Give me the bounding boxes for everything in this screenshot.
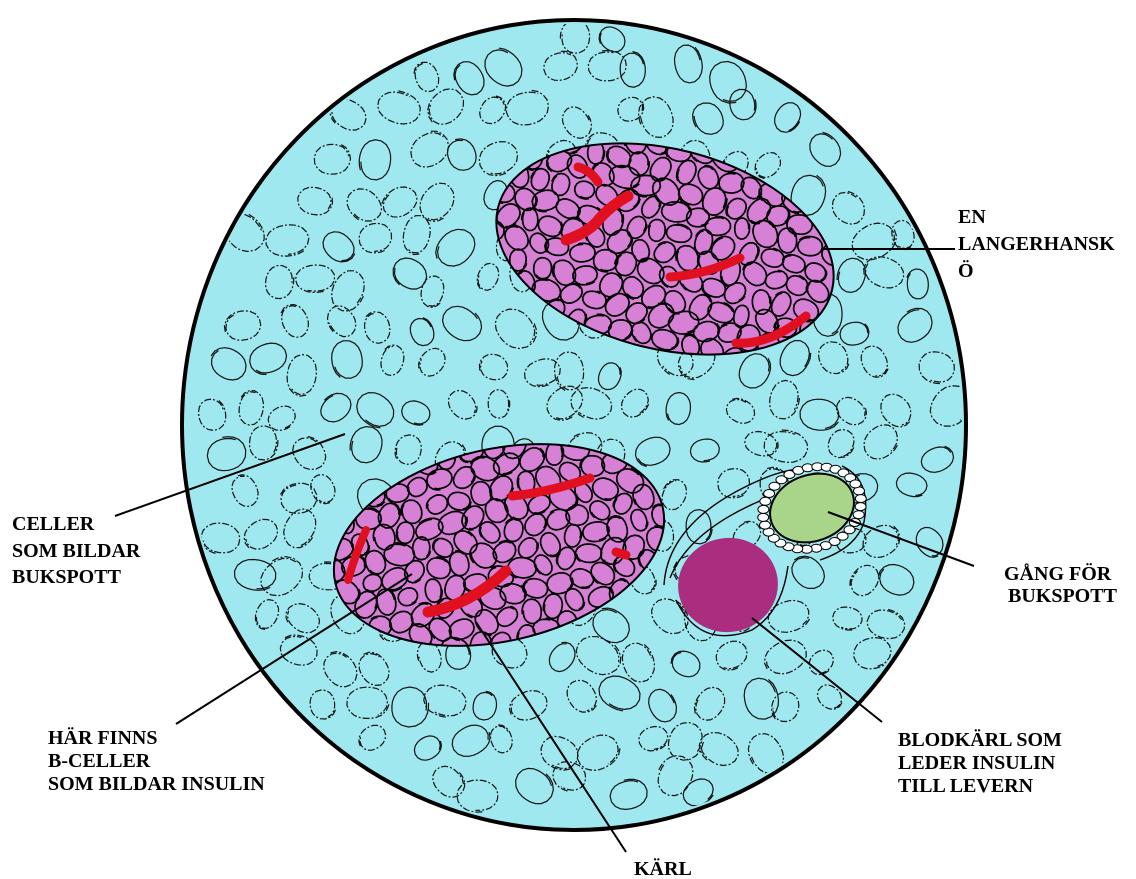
duct-wall-cell	[760, 521, 771, 529]
label-line: SOM BILDAR	[12, 540, 141, 562]
duct-wall-cell	[853, 511, 864, 519]
label-line: BLODKÄRL SOM	[898, 728, 1062, 751]
label-exocrine-cells: CELLER SOM BILDAR BUKSPOTT	[12, 513, 141, 588]
label-line: BUKSPOTT	[1008, 585, 1118, 607]
duct-wall-cell	[760, 497, 771, 505]
label-b-cells: HÄR FINNS B-CELLER SOM BILDAR INSULIN	[48, 726, 265, 795]
label-capillary: KÄRL	[634, 857, 692, 879]
label-line: EN	[958, 206, 986, 228]
label-line: Ö	[958, 259, 974, 282]
label-line: CELLER	[12, 513, 95, 535]
label-line: GÅNG FÖR	[1004, 562, 1112, 585]
label-line: B-CELLER	[48, 750, 151, 772]
label-blood-vessel: BLODKÄRL SOM LEDER INSULIN TILL LEVERN	[898, 728, 1062, 797]
label-line: KÄRL	[634, 857, 692, 879]
capillary-streak	[616, 552, 626, 555]
duct-wall-cell	[855, 503, 866, 511]
label-islet: EN LANGERHANSK Ö	[958, 206, 1115, 282]
duct-wall-cell	[850, 480, 861, 488]
duct-wall-cell	[764, 490, 775, 498]
label-line: HÄR FINNS	[48, 726, 157, 749]
pancreas-tissue-disc	[182, 20, 966, 830]
label-duct: GÅNG FÖR BUKSPOTT	[1004, 562, 1118, 607]
duct-wall-cell	[758, 513, 769, 521]
label-line: LANGERHANSK	[958, 233, 1115, 255]
duct-wall-cell	[758, 505, 769, 513]
label-line: TILL LEVERN	[898, 775, 1034, 797]
label-line: LEDER INSULIN	[898, 752, 1056, 774]
label-line: SOM BILDAR INSULIN	[48, 773, 265, 795]
label-line: BUKSPOTT	[12, 566, 122, 588]
duct-wall-cell	[855, 495, 866, 503]
